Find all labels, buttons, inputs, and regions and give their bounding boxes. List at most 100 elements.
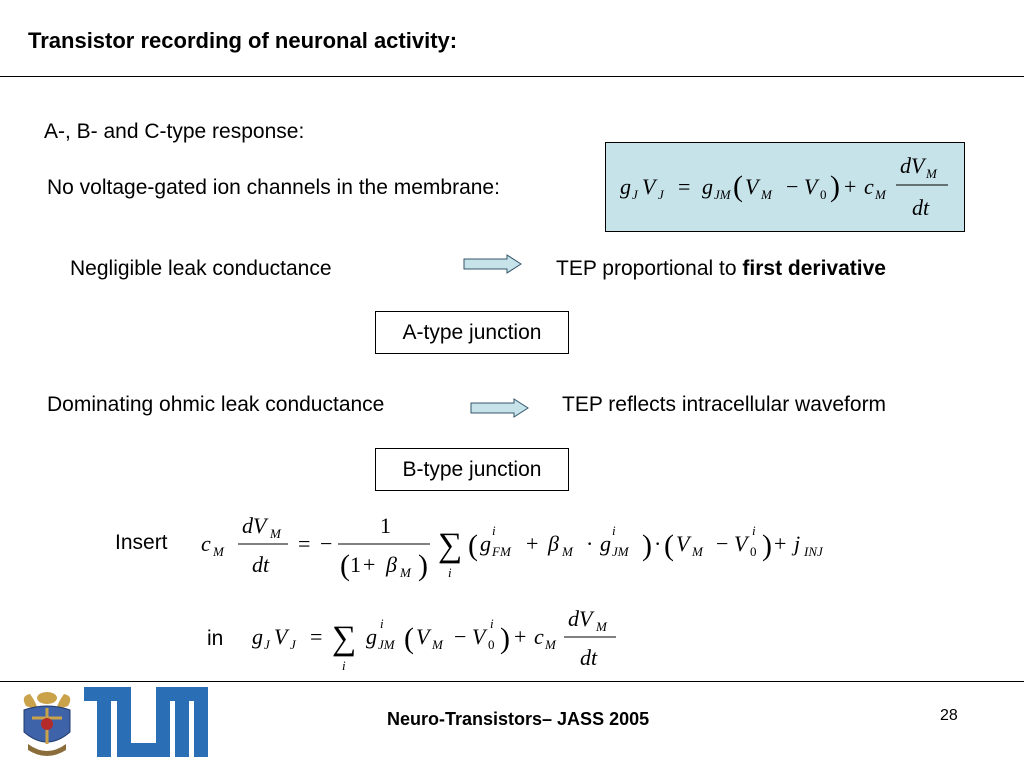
right-arrow-icon [463,254,522,274]
transistor-signal-equation: g J V J = ∑ i g i JM ( V M − V i 0 ) + c… [252,606,616,673]
svg-text:): ) [830,170,840,203]
footer-divider [0,681,1024,682]
svg-text:): ) [762,529,772,562]
svg-text:−: − [320,531,332,556]
svg-text:=: = [310,624,322,649]
svg-text:+: + [844,174,856,199]
svg-text:i: i [490,616,494,631]
svg-text:(: ( [340,549,350,582]
footer-title: Neuro-Transistors– JASS 2005 [387,709,650,729]
intro-text: A-, B- and C-type response: [44,120,305,143]
svg-text:JM: JM [378,637,396,652]
svg-text:c: c [864,174,874,199]
svg-text:i: i [612,523,616,538]
svg-text:V: V [804,174,820,199]
svg-text:g: g [600,531,611,556]
slide-title: Transistor recording of neuronal activit… [28,28,458,53]
tum-logo-icon [84,687,208,757]
a-type-junction-box: A-type junction [375,311,569,354]
svg-text:c: c [534,624,544,649]
svg-text:β: β [547,531,559,556]
svg-text:∑: ∑ [332,620,356,657]
svg-text:(: ( [468,529,478,562]
svg-text:+: + [774,531,786,556]
membrane-current-equation: c M dV M dt = − 1 ( 1 + β M ) ∑ i ( g i … [201,513,824,582]
svg-text:j: j [791,531,800,556]
page-number: 28 [940,707,958,724]
b-type-junction-box: B-type junction [375,448,569,491]
tep-waveform-text: TEP reflects intracellular waveform [562,393,887,416]
svg-text:1: 1 [350,552,361,577]
svg-text:+: + [514,624,526,649]
svg-text:−: − [716,531,728,556]
svg-text:V: V [472,624,488,649]
svg-text:i: i [492,523,496,538]
svg-text:=: = [678,174,690,199]
first-derivative-text: TEP proportional to first derivative [556,257,886,281]
svg-text:0: 0 [820,187,827,202]
svg-text:i: i [448,565,452,580]
svg-text:·: · [586,531,593,556]
svg-text:dt: dt [580,645,598,670]
svg-text:0: 0 [750,544,757,559]
svg-text:J: J [290,637,297,652]
svg-text:J: J [658,187,665,202]
svg-text:V: V [745,174,761,199]
svg-text:JM: JM [612,544,630,559]
svg-text:V: V [642,174,658,199]
svg-text:(: ( [664,529,674,562]
svg-text:dV: dV [242,513,269,538]
svg-text:V: V [274,624,290,649]
svg-text:J: J [632,187,639,202]
svg-text:i: i [380,616,384,631]
svg-text:+: + [363,552,375,577]
svg-text:dt: dt [252,552,270,577]
svg-text:M: M [874,187,887,202]
svg-text:FM: FM [491,544,512,559]
svg-text:V: V [676,531,692,556]
svg-text:(: ( [733,170,743,203]
svg-text:dV: dV [568,606,595,631]
svg-text:INJ: INJ [803,544,824,559]
title-divider [0,76,1024,77]
svg-text:·: · [654,531,661,556]
svg-text:M: M [431,637,444,652]
svg-text:dt: dt [912,195,930,220]
svg-text:dV: dV [900,153,927,178]
svg-text:g: g [366,624,377,649]
ohmic-leak-text: Dominating ohmic leak conductance [47,393,385,416]
svg-text:M: M [544,637,557,652]
svg-text:∑: ∑ [438,527,462,564]
equation-box: g J V J = g JM ( V M − V 0 ) + c M dV M … [605,142,965,232]
svg-text:c: c [201,531,211,556]
svg-text:M: M [269,526,282,541]
svg-text:V: V [416,624,432,649]
svg-text:): ) [500,622,510,655]
tep-proportional-label: TEP proportional to [556,257,743,280]
svg-text:1: 1 [380,513,391,538]
leak-negligible-text: Negligible leak conductance [70,257,332,280]
svg-text:=: = [298,531,310,556]
svg-text:g: g [620,174,631,199]
svg-text:M: M [760,187,773,202]
svg-text:−: − [786,174,798,199]
in-label: in [207,627,224,650]
svg-text:M: M [212,544,225,559]
svg-text:g: g [480,531,491,556]
svg-text:V: V [734,531,750,556]
insert-label: Insert [115,531,168,554]
svg-text:i: i [342,658,346,673]
no-channels-text: No voltage-gated ion channels in the mem… [47,176,500,199]
svg-text:J: J [264,637,271,652]
svg-text:M: M [399,565,412,580]
svg-text:g: g [252,624,263,649]
svg-text:M: M [595,619,608,634]
coat-of-arms-icon [23,692,71,756]
svg-text:M: M [691,544,704,559]
svg-text:): ) [642,529,652,562]
right-arrow-icon [470,398,529,418]
first-derivative-emphasis: first derivative [742,257,886,280]
svg-text:): ) [418,549,428,582]
svg-text:M: M [925,166,938,181]
junction-equation: g J V J = g JM ( V M − V 0 ) + c M dV M … [620,153,948,220]
